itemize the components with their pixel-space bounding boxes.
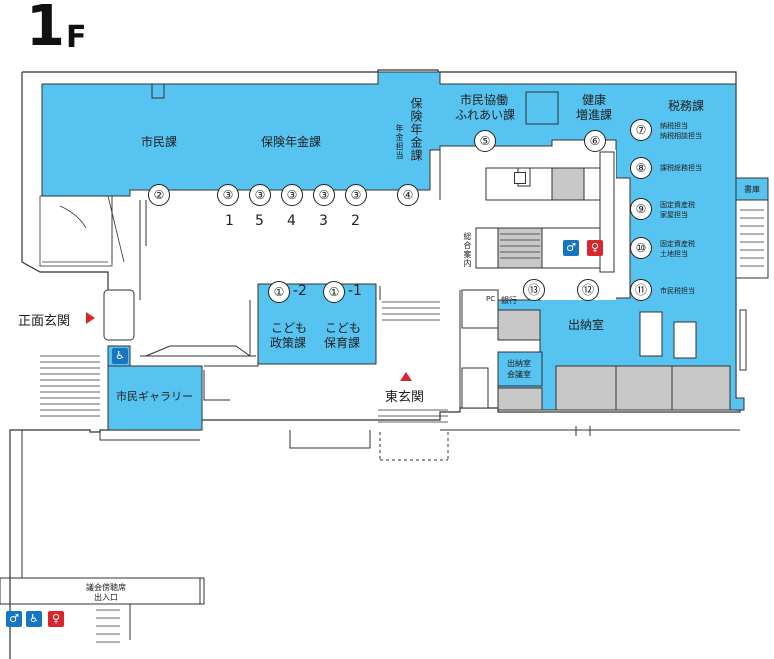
tanto-kotei-kaoku: 固定資産税 — [660, 201, 695, 209]
tanto-kazei: 課税総務担当 — [660, 164, 702, 172]
window-1-2-sub: -2 — [293, 283, 307, 299]
window-11[interactable]: ⑪ — [630, 279, 652, 301]
window-3-sub-3: 3 — [319, 213, 328, 229]
window-3-sub-4: 4 — [287, 213, 296, 229]
gikai-label: 議会傍聴席 — [86, 583, 126, 592]
window-4[interactable]: ④ — [397, 184, 419, 206]
window-3-sub-2: 2 — [351, 213, 360, 229]
accessible-icon: ♿ — [112, 348, 128, 364]
window-10[interactable]: ⑩ — [630, 237, 652, 259]
gikai-entrance: 出入口 — [94, 593, 118, 602]
window-3-1[interactable]: ③ — [217, 184, 239, 206]
tanto-nozei-soudan: 納税相談担当 — [660, 132, 702, 140]
tanto-nozei: 納税担当 — [660, 122, 688, 130]
east-entrance-arrow-icon — [400, 372, 412, 381]
room-kyodo[interactable]: 市民協働 — [460, 93, 509, 107]
window-3-4[interactable]: ③ — [281, 184, 303, 206]
accessible-icon-annex: ♿ — [26, 611, 42, 627]
east-entrance-label[interactable]: 東玄関 — [385, 390, 425, 405]
room-gallery[interactable]: 市民ギャラリー — [116, 390, 193, 403]
room-kodomo-hoiku-2[interactable]: 保育課 — [324, 336, 361, 350]
window-3-3[interactable]: ③ — [313, 184, 335, 206]
window-9[interactable]: ⑨ — [630, 198, 652, 220]
main-entrance-label[interactable]: 正面玄関 — [18, 314, 71, 329]
window-1-1[interactable]: ① — [323, 281, 345, 303]
room-zoshin[interactable]: 増進課 — [576, 108, 613, 122]
floor-suffix: F — [66, 20, 87, 55]
room-shutsuno-kaigi-2[interactable]: 会議室 — [507, 370, 531, 379]
room-shutsuno[interactable]: 出納室 — [568, 318, 605, 332]
pc-corner[interactable]: PC — [486, 295, 496, 303]
elevator-icon — [514, 172, 526, 184]
main-entrance-arrow-icon — [86, 312, 95, 324]
room-kodomo-seisaku-2[interactable]: 政策課 — [270, 336, 307, 350]
window-1-1-sub: -1 — [348, 283, 362, 299]
window-3-2[interactable]: ③ — [345, 184, 367, 206]
female-toilet-icon-annex: ♀ — [48, 611, 64, 627]
tanto-kaoku: 家屋担当 — [660, 211, 688, 219]
window-8[interactable]: ⑧ — [630, 157, 652, 179]
window-3-sub-5: 5 — [255, 213, 264, 229]
room-kodomo-seisaku-1[interactable]: こども — [271, 321, 308, 335]
window-5[interactable]: ⑤ — [474, 130, 496, 152]
room-shimin[interactable]: 市民課 — [141, 135, 178, 149]
room-shoko[interactable]: 書庫 — [744, 185, 760, 194]
male-toilet-icon: ♂ — [563, 240, 579, 256]
window-3-sub-1: 1 — [225, 213, 234, 229]
room-zeimu[interactable]: 税務課 — [668, 99, 705, 113]
window-6[interactable]: ⑥ — [584, 130, 606, 152]
window-12[interactable]: ⑫ — [577, 279, 599, 301]
window-2[interactable]: ② — [148, 184, 170, 206]
room-shutsuno-kaigi-1[interactable]: 出納室 — [507, 359, 531, 368]
tanto-kotei-tochi: 固定資産税 — [660, 240, 695, 248]
room-ginko[interactable]: 銀行 — [501, 296, 517, 305]
room-kodomo-hoiku-1[interactable]: こども — [325, 321, 362, 335]
floor-number: 1 — [26, 0, 65, 59]
room-hoken-nenkin[interactable]: 保険年金課 — [261, 135, 322, 149]
window-13[interactable]: ⑬ — [523, 279, 545, 301]
window-3-5[interactable]: ③ — [249, 184, 271, 206]
window-7[interactable]: ⑦ — [630, 119, 652, 141]
window-1-2[interactable]: ① — [268, 281, 290, 303]
room-kenko[interactable]: 健康 — [582, 93, 607, 107]
nenkin-tanto: 年金担当 — [395, 124, 404, 160]
room-fureai[interactable]: ふれあい課 — [455, 108, 516, 122]
room-hoken-nenkin-vertical[interactable]: 保険年金課 — [409, 97, 423, 162]
tanto-tochi: 土地担当 — [660, 250, 688, 258]
male-toilet-icon-annex: ♂ — [6, 611, 22, 627]
sogo-annai[interactable]: 総合案内 — [463, 232, 472, 268]
female-toilet-icon: ♀ — [587, 240, 603, 256]
tanto-shiminzei: 市民税担当 — [660, 287, 695, 295]
